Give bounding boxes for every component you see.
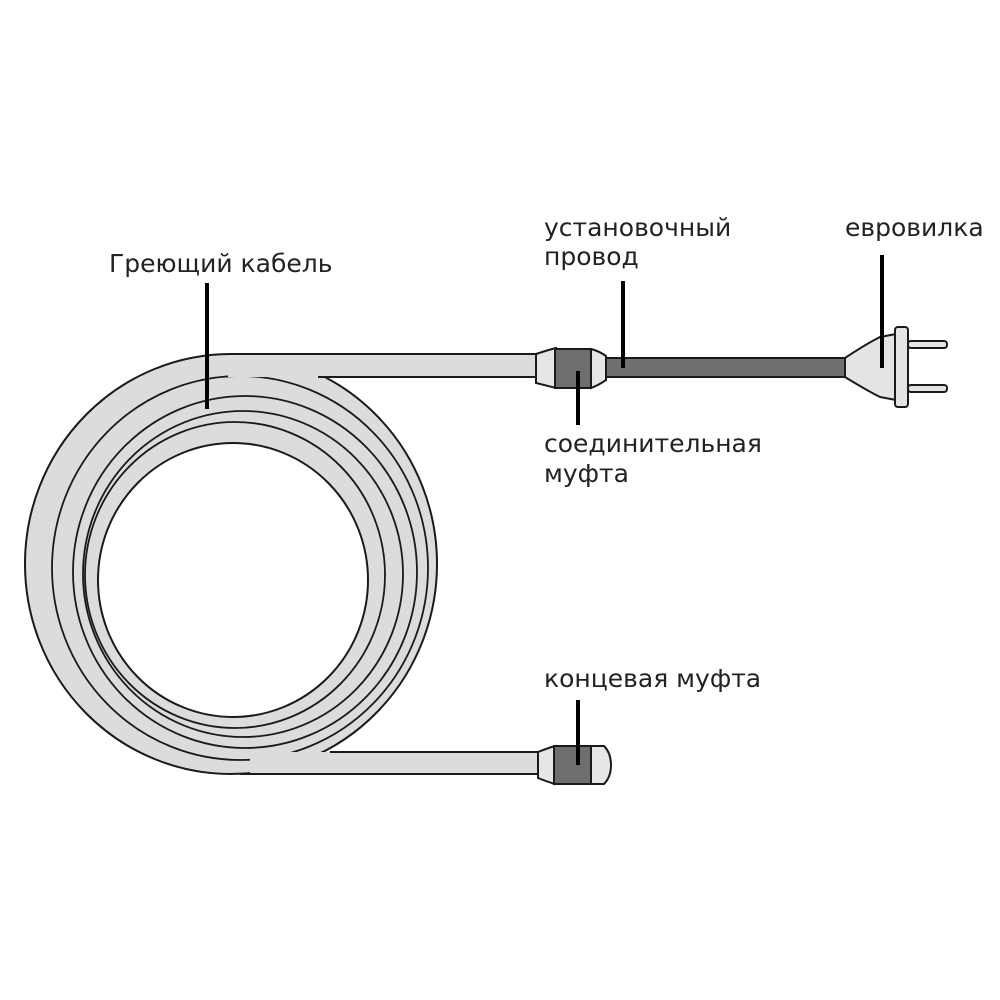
euro-plug-body [844, 332, 897, 402]
label-mounting-wire-line2: провод [544, 242, 639, 271]
end-coupling-left-cap [537, 744, 556, 786]
cable-bottom-straight [250, 752, 548, 774]
connecting-coupling-right-cap [590, 347, 607, 390]
coil-turn-4 [84, 421, 386, 729]
label-mounting-wire-line1: установочный [544, 213, 731, 242]
end-coupling-body [553, 745, 592, 785]
end-coupling [537, 744, 613, 786]
cable-coil [24, 353, 438, 775]
connecting-coupling-body [554, 348, 592, 389]
label-euro-plug: евровилка [845, 213, 984, 242]
label-connecting-coupling-line1: соединительная [544, 429, 762, 458]
euro-plug-pin-lower [907, 384, 948, 393]
euro-plug-collar [894, 326, 909, 408]
label-end-coupling: концевая муфта [544, 664, 761, 693]
label-connecting-coupling-line2: муфта [544, 459, 629, 488]
connecting-coupling-left-cap [535, 346, 557, 390]
cable-top-straight [228, 354, 548, 377]
euro-plug-pin-upper [907, 340, 948, 349]
label-heating-cable: Греющий кабель [109, 249, 332, 278]
euro-plug [844, 326, 948, 408]
coil-turn-3 [82, 410, 404, 738]
coil-inner-hole [97, 442, 369, 718]
coil-turn-2 [72, 395, 418, 749]
mounting-wire [605, 357, 847, 378]
end-coupling-right-cap [590, 745, 613, 785]
connecting-coupling [535, 346, 607, 390]
